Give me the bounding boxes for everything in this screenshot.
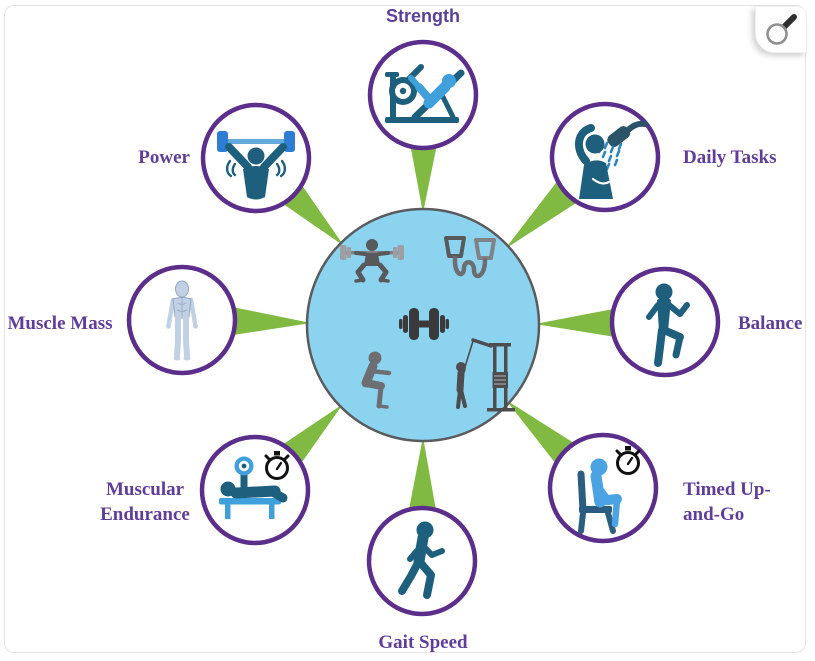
node-daily-tasks [549,101,661,213]
stopwatch-icon [264,451,290,480]
magnifier-icon [766,14,797,45]
label-muscular-endurance: Muscular Endurance [100,479,190,525]
figure-zoom-button[interactable] [755,6,807,53]
label-power: Power [138,147,190,168]
label-muscle-mass: Muscle Mass [7,313,113,334]
label-daily-tasks: Daily Tasks [683,147,777,168]
label-strength: Strength [386,6,460,26]
node-muscular-endurance [199,434,311,546]
node-strength [367,39,479,151]
node-power [200,102,312,214]
dumbbell-icon [399,308,449,340]
chair-sit-stopwatch-icon [577,446,641,534]
shower-icon [575,120,648,199]
bodyweight-squat-icon [361,351,392,409]
label-timed-up-and-go: Timed Up-and-Go [683,479,771,525]
stopwatch-icon [615,446,641,475]
node-gait-speed [366,505,478,617]
barbell-squat-icon [340,239,404,283]
label-gait-speed: Gait Speed [378,632,468,653]
single-leg-balance-icon [646,283,690,367]
walking-icon [398,521,445,599]
node-balance [609,266,721,378]
node-timed-up-and-go [547,432,659,544]
node-muscle-mass [126,264,238,376]
anatomical-body-icon [165,280,199,361]
label-balance: Balance [738,313,803,334]
lat-pulldown-icon [456,338,515,412]
bench-press-stopwatch-icon [219,451,290,519]
overhead-barbell-icon [217,131,295,200]
node-ring [126,264,238,376]
resistance-band-icon [444,236,496,279]
leg-press-icon [385,64,465,123]
